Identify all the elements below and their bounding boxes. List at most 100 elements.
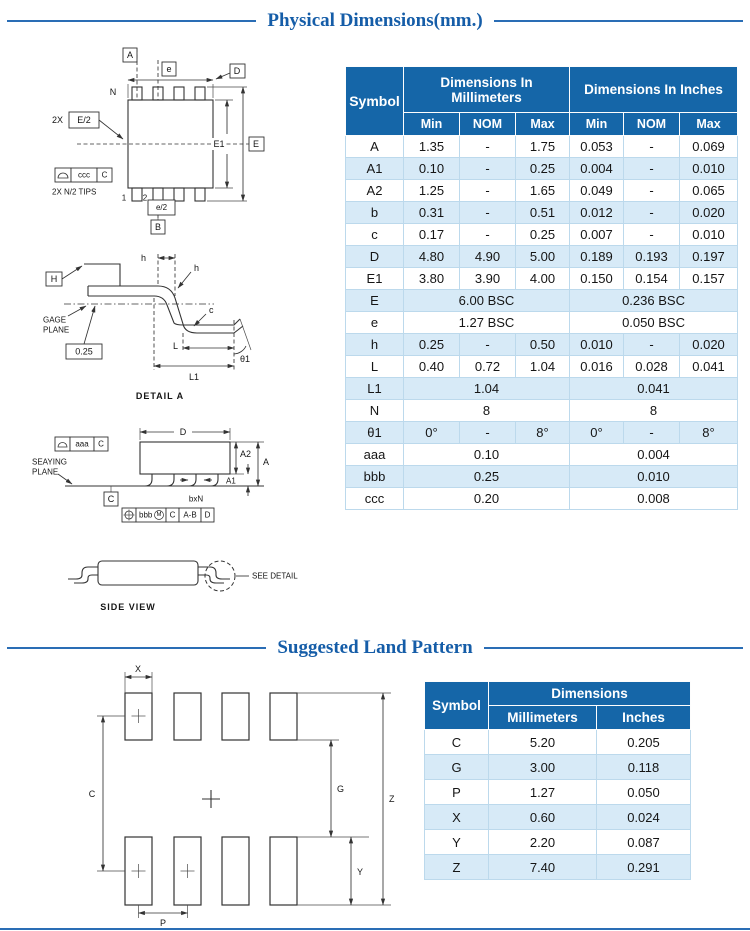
value-cell-span: 0.008 xyxy=(569,487,739,510)
value-cell: 0.024 xyxy=(596,804,691,830)
value-cell: 0.291 xyxy=(596,854,691,880)
value-cell: - xyxy=(623,179,681,202)
label-g: G xyxy=(337,784,344,794)
bbb-position-frame: bbb M C A-B D xyxy=(121,507,215,523)
side-view-caption: SIDE VIEW xyxy=(100,602,156,612)
value-cell: 0.205 xyxy=(596,729,691,755)
mmc-circle-icon xyxy=(154,510,164,520)
label-a-height: A xyxy=(263,457,269,467)
symbol-column-header: Symbol xyxy=(345,66,404,136)
symbol-cell: h xyxy=(345,333,404,356)
value-cell: 1.25 xyxy=(403,179,460,202)
col-header-nom-mm: NOM xyxy=(459,112,516,136)
value-cell: 0.028 xyxy=(623,355,681,378)
value-cell-span: 0.25 xyxy=(402,465,571,488)
value-cell: - xyxy=(459,179,516,202)
value-cell: 0.020 xyxy=(679,333,739,356)
label-z: Z xyxy=(389,794,395,804)
col-header-nom-in: NOM xyxy=(623,112,681,136)
value-cell: 1.75 xyxy=(514,135,571,158)
value-cell: 0.020 xyxy=(679,201,739,224)
label-seating-plane: SEAYING xyxy=(32,458,67,467)
see-detail-label: SEE DETAIL xyxy=(252,572,298,581)
label-L: L xyxy=(173,341,178,351)
value-cell: 0.51 xyxy=(514,201,571,224)
label-seating-plane-2: PLANE xyxy=(32,468,58,477)
value-cell: 0.150 xyxy=(569,267,625,290)
col-header-min-mm: Min xyxy=(403,112,460,136)
col-header-max-in: Max xyxy=(679,112,739,136)
detail-a-geometry xyxy=(61,254,252,370)
value-cell: 3.90 xyxy=(459,267,516,290)
label-h-right: h xyxy=(194,263,199,273)
value-cell: 0.004 xyxy=(569,157,625,180)
value-cell: 7.40 xyxy=(488,854,597,880)
value-cell: - xyxy=(623,135,681,158)
label-n2-tips: 2X N/2 TIPS xyxy=(52,188,96,197)
label-pin2: 2 xyxy=(143,194,148,203)
land-pattern-pads xyxy=(124,692,298,906)
table-subheader-row: Min NOM Max Min NOM Max xyxy=(346,112,739,136)
value-cell: 4.90 xyxy=(459,245,516,268)
value-cell: 0.010 xyxy=(569,333,625,356)
value-cell: 0.40 xyxy=(403,355,460,378)
value-cell-span: 8 xyxy=(402,399,571,422)
value-cell: 0.10 xyxy=(403,157,460,180)
value-cell: 8° xyxy=(514,421,571,444)
seating-plane-view-drawing: aaa C D A2 A A1 SEAYING PLANE C bxN bbb xyxy=(32,427,269,523)
value-cell: 0.50 xyxy=(514,333,571,356)
symbol-cell: e xyxy=(345,311,404,334)
value-cell-span: 0.20 xyxy=(402,487,571,510)
land-pattern-crosshairs xyxy=(131,709,220,878)
label-a: A xyxy=(127,50,133,60)
symbol-cell: L1 xyxy=(345,377,404,400)
value-cell: - xyxy=(623,157,681,180)
package-top-view-drawing: A e D N 2X E/2 E1 E 1 2 ccc C 2X N/2 TIP… xyxy=(52,47,265,235)
symbol-cell: E xyxy=(345,289,404,312)
title-rule-left xyxy=(7,20,257,22)
value-cell: - xyxy=(623,421,681,444)
value-cell: 5.20 xyxy=(488,729,597,755)
label-c: C xyxy=(89,789,96,799)
symbol-cell: N xyxy=(345,399,404,422)
label-mmc: M xyxy=(157,512,162,518)
value-cell: 0.010 xyxy=(679,223,739,246)
label-frame-ab: A-B xyxy=(183,511,196,520)
value-cell-span: 0.236 BSC xyxy=(569,289,739,312)
side-view-geometry xyxy=(68,560,249,592)
detail-a-caption: DETAIL A xyxy=(136,391,184,401)
value-cell-span: 0.041 xyxy=(569,377,739,400)
label-H-datum: H xyxy=(51,274,58,284)
value-cell: 0.25 xyxy=(514,223,571,246)
label-d-length: D xyxy=(180,427,187,437)
value-cell: - xyxy=(623,201,681,224)
col-header-min-in: Min xyxy=(569,112,625,136)
value-cell: - xyxy=(459,201,516,224)
label-datum-c: C xyxy=(98,440,104,449)
label-ccc: ccc xyxy=(78,171,90,180)
label-a2: A2 xyxy=(240,449,251,459)
title-rule-right xyxy=(493,20,744,22)
label-c-datum-box: C xyxy=(108,494,115,504)
value-cell: 0.016 xyxy=(569,355,625,378)
seating-geometry xyxy=(57,428,264,496)
value-cell: 0.007 xyxy=(569,223,625,246)
value-cell-span: 1.27 BSC xyxy=(402,311,571,334)
land-pattern-drawing: X C G Y Z P xyxy=(89,664,395,928)
label-gage-offset: 0.25 xyxy=(75,347,93,357)
symbol-cell: Y xyxy=(424,829,489,855)
value-cell: 0.25 xyxy=(514,157,571,180)
label-e: e xyxy=(166,64,171,74)
value-cell: 0.193 xyxy=(623,245,681,268)
